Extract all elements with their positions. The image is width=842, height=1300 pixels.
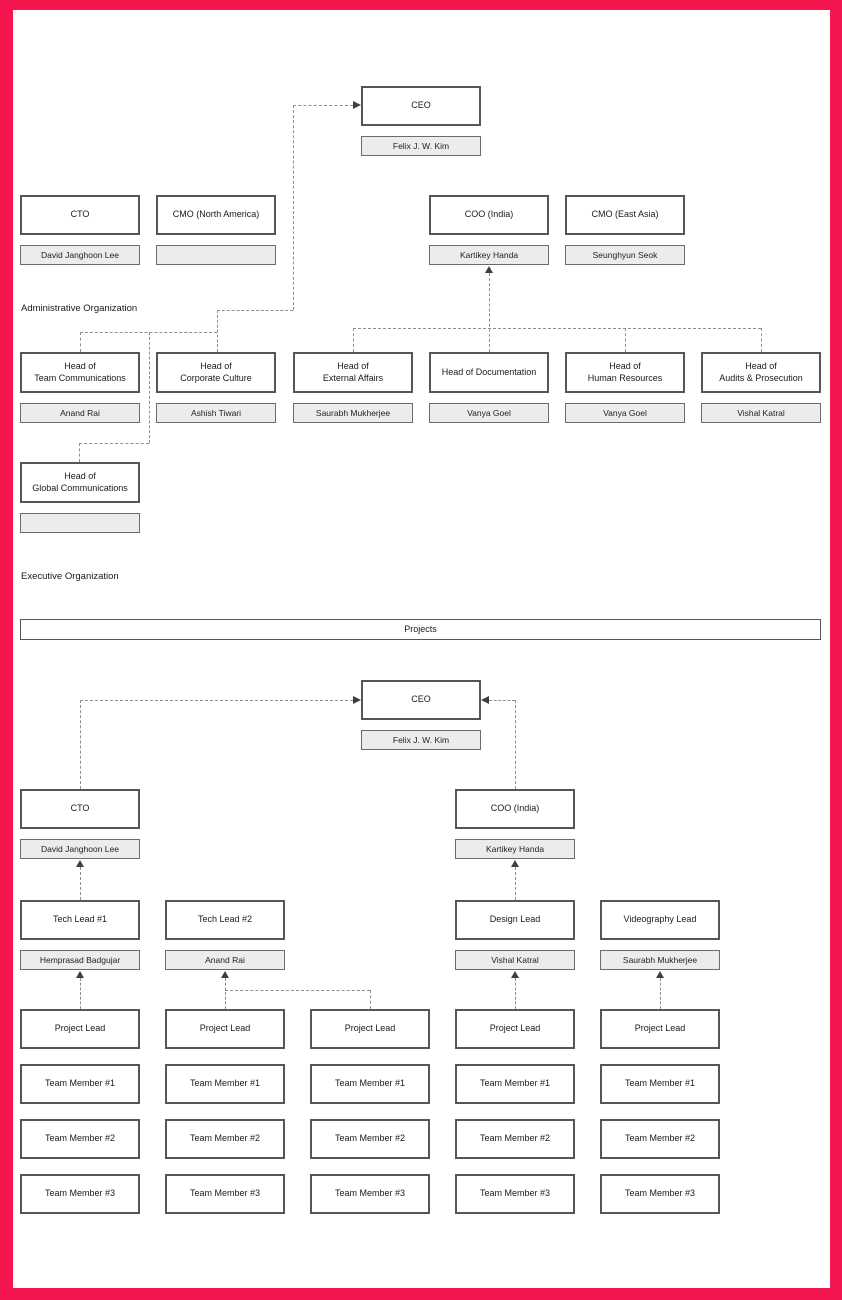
team-member-c4-r3-title: Team Member #3 [455, 1174, 575, 1214]
design-lead-name: Vishal Katral [455, 950, 575, 970]
arrowhead-up-icon [511, 860, 519, 867]
tech-lead-2-name: Anand Rai [165, 950, 285, 970]
team-member-c1-r3-title: Team Member #3 [20, 1174, 140, 1214]
exec-ceo-title: CEO [361, 680, 481, 720]
connector-vline-17 [515, 978, 516, 1009]
head-audits-prosecution-title: Head of Audits & Prosecution [701, 352, 821, 393]
admin-coo-india-name: Kartikey Handa [429, 245, 549, 265]
connector-hline-1 [293, 105, 353, 106]
arrowhead-up-icon [76, 971, 84, 978]
project-lead-2-title: Project Lead [165, 1009, 285, 1049]
admin-coo-india-title: COO (India) [429, 195, 549, 235]
head-external-affairs-title: Head of External Affairs [293, 352, 413, 393]
head-team-communications-title: Head of Team Communications [20, 352, 140, 393]
connector-vline-9 [761, 328, 762, 352]
head-documentation-title: Head of Documentation [429, 352, 549, 393]
team-member-c1-r2-title: Team Member #2 [20, 1119, 140, 1159]
connector-hline-6 [80, 700, 353, 701]
exec-coo-india-title: COO (India) [455, 789, 575, 829]
tech-lead-1-name: Hemprasad Badgujar [20, 950, 140, 970]
arrowhead-up-icon [76, 860, 84, 867]
design-lead-title: Design Lead [455, 900, 575, 940]
team-member-c3-r3-title: Team Member #3 [310, 1174, 430, 1214]
head-external-affairs-name: Saurabh Mukherjee [293, 403, 413, 423]
exec-ceo-name: Felix J. W. Kim [361, 730, 481, 750]
connector-vline-15 [225, 978, 226, 1009]
team-member-c2-r3-title: Team Member #3 [165, 1174, 285, 1214]
connector-hline-4 [79, 443, 149, 444]
project-lead-1-title: Project Lead [20, 1009, 140, 1049]
admin-cto-title: CTO [20, 195, 140, 235]
project-lead-5-title: Project Lead [600, 1009, 720, 1049]
connector-hline-3 [80, 332, 217, 333]
admin-cmo-north-america-name [156, 245, 276, 265]
admin-ceo-title: CEO [361, 86, 481, 126]
arrowhead-up-icon [511, 971, 519, 978]
tech-lead-2-title: Tech Lead #2 [165, 900, 285, 940]
head-corporate-culture-title: Head of Corporate Culture [156, 352, 276, 393]
tech-lead-1-title: Tech Lead #1 [20, 900, 140, 940]
head-audits-prosecution-name: Vishal Katral [701, 403, 821, 423]
team-member-c2-r2-title: Team Member #2 [165, 1119, 285, 1159]
exec-coo-india-name: Kartikey Handa [455, 839, 575, 859]
connector-vline-8 [625, 328, 626, 352]
connector-vline-11 [515, 700, 516, 789]
connector-hline-8 [225, 990, 370, 991]
exec-cto-name: David Janghoon Lee [20, 839, 140, 859]
connector-vline-10 [80, 700, 81, 789]
connector-vline-12 [80, 867, 81, 900]
videography-lead-name: Saurabh Mukherjee [600, 950, 720, 970]
head-global-communications-title: Head of Global Communications [20, 462, 140, 503]
connector-vline-7 [489, 273, 490, 352]
connector-vline-13 [515, 867, 516, 900]
team-member-c5-r1-title: Team Member #1 [600, 1064, 720, 1104]
admin-cto-name: David Janghoon Lee [20, 245, 140, 265]
section-label-executive-organization: Executive Organization [21, 571, 119, 582]
head-human-resources-name: Vanya Goel [565, 403, 685, 423]
team-member-c4-r1-title: Team Member #1 [455, 1064, 575, 1104]
section-label-administrative-organization: Administrative Organization [21, 303, 138, 314]
team-member-c4-r2-title: Team Member #2 [455, 1119, 575, 1159]
admin-cmo-east-asia-name: Seunghyun Seok [565, 245, 685, 265]
team-member-c3-r1-title: Team Member #1 [310, 1064, 430, 1104]
project-lead-3-title: Project Lead [310, 1009, 430, 1049]
head-documentation-name: Vanya Goel [429, 403, 549, 423]
connector-hline-5 [353, 328, 761, 329]
team-member-c5-r2-title: Team Member #2 [600, 1119, 720, 1159]
arrowhead-right-icon [353, 101, 361, 109]
head-global-communications-name [20, 513, 140, 533]
projects-title: Projects [20, 619, 821, 640]
videography-lead-title: Videography Lead [600, 900, 720, 940]
head-corporate-culture-name: Ashish Tiwari [156, 403, 276, 423]
connector-vline-18 [660, 978, 661, 1009]
admin-cmo-east-asia-title: CMO (East Asia) [565, 195, 685, 235]
arrowhead-left-icon [481, 696, 489, 704]
admin-ceo-name: Felix J. W. Kim [361, 136, 481, 156]
arrowhead-right-icon [353, 696, 361, 704]
connector-vline-16 [370, 990, 371, 1009]
connector-vline-5 [79, 443, 80, 462]
connector-vline-3 [80, 332, 81, 352]
exec-cto-title: CTO [20, 789, 140, 829]
connector-vline-4 [149, 332, 150, 443]
arrowhead-up-icon [485, 266, 493, 273]
connector-vline-14 [80, 978, 81, 1009]
head-team-communications-name: Anand Rai [20, 403, 140, 423]
connector-hline-2 [217, 310, 293, 311]
admin-cmo-north-america-title: CMO (North America) [156, 195, 276, 235]
project-lead-4-title: Project Lead [455, 1009, 575, 1049]
connector-hline-7 [489, 700, 515, 701]
connector-vline-2 [217, 310, 218, 352]
connector-vline-1 [293, 105, 294, 310]
arrowhead-up-icon [221, 971, 229, 978]
arrowhead-up-icon [656, 971, 664, 978]
team-member-c5-r3-title: Team Member #3 [600, 1174, 720, 1214]
team-member-c2-r1-title: Team Member #1 [165, 1064, 285, 1104]
connector-vline-6 [353, 328, 354, 352]
team-member-c1-r1-title: Team Member #1 [20, 1064, 140, 1104]
team-member-c3-r2-title: Team Member #2 [310, 1119, 430, 1159]
head-human-resources-title: Head of Human Resources [565, 352, 685, 393]
